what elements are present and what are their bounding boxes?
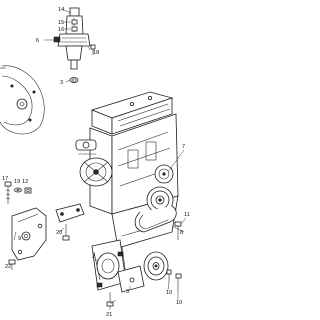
callout-13: 12 <box>22 179 28 185</box>
starter-motor <box>75 139 97 155</box>
alternator-on-engine <box>79 157 113 187</box>
callout-12: 11 <box>184 212 190 218</box>
bolt-left <box>4 181 12 204</box>
drive-belt <box>134 205 177 233</box>
mount-nut <box>8 259 16 270</box>
nut <box>24 187 32 194</box>
rotor-cap <box>71 19 78 32</box>
compressor-pulley <box>143 251 169 281</box>
compressor-bracket <box>117 265 145 293</box>
water-pump-pulley <box>154 164 174 184</box>
parts-diagram: 14 15 16 6 18 3 7 17 19 12 11 8 20 9 2 2… <box>0 7 190 318</box>
callout-5: 3 <box>126 289 129 295</box>
callout-19: 19 <box>14 179 20 185</box>
callout-20: 20 <box>56 230 62 236</box>
callout-3: 3 <box>60 80 63 86</box>
mount-bolt <box>62 224 70 241</box>
callout-22: 22 <box>5 264 11 270</box>
leader-lines <box>13 9 187 310</box>
distributor-assembly <box>53 7 91 70</box>
callout-21: 21 <box>106 312 112 318</box>
callout-9: 9 <box>18 236 21 242</box>
callout-18: 18 <box>93 50 99 56</box>
distributor-seal-ring <box>69 77 79 83</box>
distributor-bolt <box>90 44 96 55</box>
washer <box>14 187 22 193</box>
callout-15: 15 <box>58 20 64 26</box>
small-bolt <box>166 269 172 282</box>
callout-11: 10 <box>166 290 172 296</box>
callout-17: 17 <box>2 176 8 182</box>
callout-8: 8 <box>180 230 183 236</box>
transmission-housing <box>0 65 45 135</box>
engine-mount-bracket <box>11 207 47 261</box>
flange-bolt <box>175 273 182 290</box>
callout-14: 14 <box>58 7 64 13</box>
callout-6: 6 <box>36 38 39 44</box>
callout-10: 10 <box>176 300 182 306</box>
callout-7: 7 <box>182 144 185 150</box>
crankshaft-pulley <box>146 186 174 214</box>
compressor-body <box>91 239 127 291</box>
callout-16: 16 <box>58 27 64 33</box>
callout-2: 2 <box>92 254 95 260</box>
callout-labels: 14 15 16 6 18 3 7 17 19 12 11 8 20 9 2 2… <box>2 7 190 318</box>
rubber-mount <box>55 203 85 223</box>
